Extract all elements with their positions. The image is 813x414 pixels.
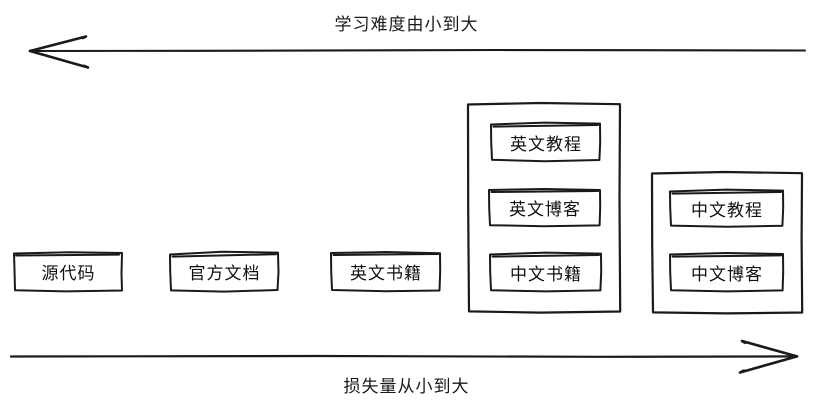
arrow-left-icon bbox=[28, 35, 807, 69]
top-axis-label: 学习难度由小到大 bbox=[334, 15, 479, 35]
bottom-axis-label: 损失量从小到大 bbox=[343, 377, 470, 397]
node-chinese-tutorials[interactable]: 中文教程 bbox=[691, 201, 763, 221]
arrow-right-icon bbox=[9, 339, 799, 374]
node-english-blogs[interactable]: 英文博客 bbox=[509, 200, 581, 220]
node-english-tutorials[interactable]: 英文教程 bbox=[510, 134, 582, 155]
node-source-code[interactable]: 源代码 bbox=[41, 264, 96, 284]
node-official-docs[interactable]: 官方文档 bbox=[188, 264, 261, 284]
node-chinese-blogs[interactable]: 中文博客 bbox=[691, 264, 763, 285]
node-chinese-books[interactable]: 中文书籍 bbox=[510, 264, 582, 285]
node-english-books[interactable]: 英文书籍 bbox=[350, 264, 422, 284]
